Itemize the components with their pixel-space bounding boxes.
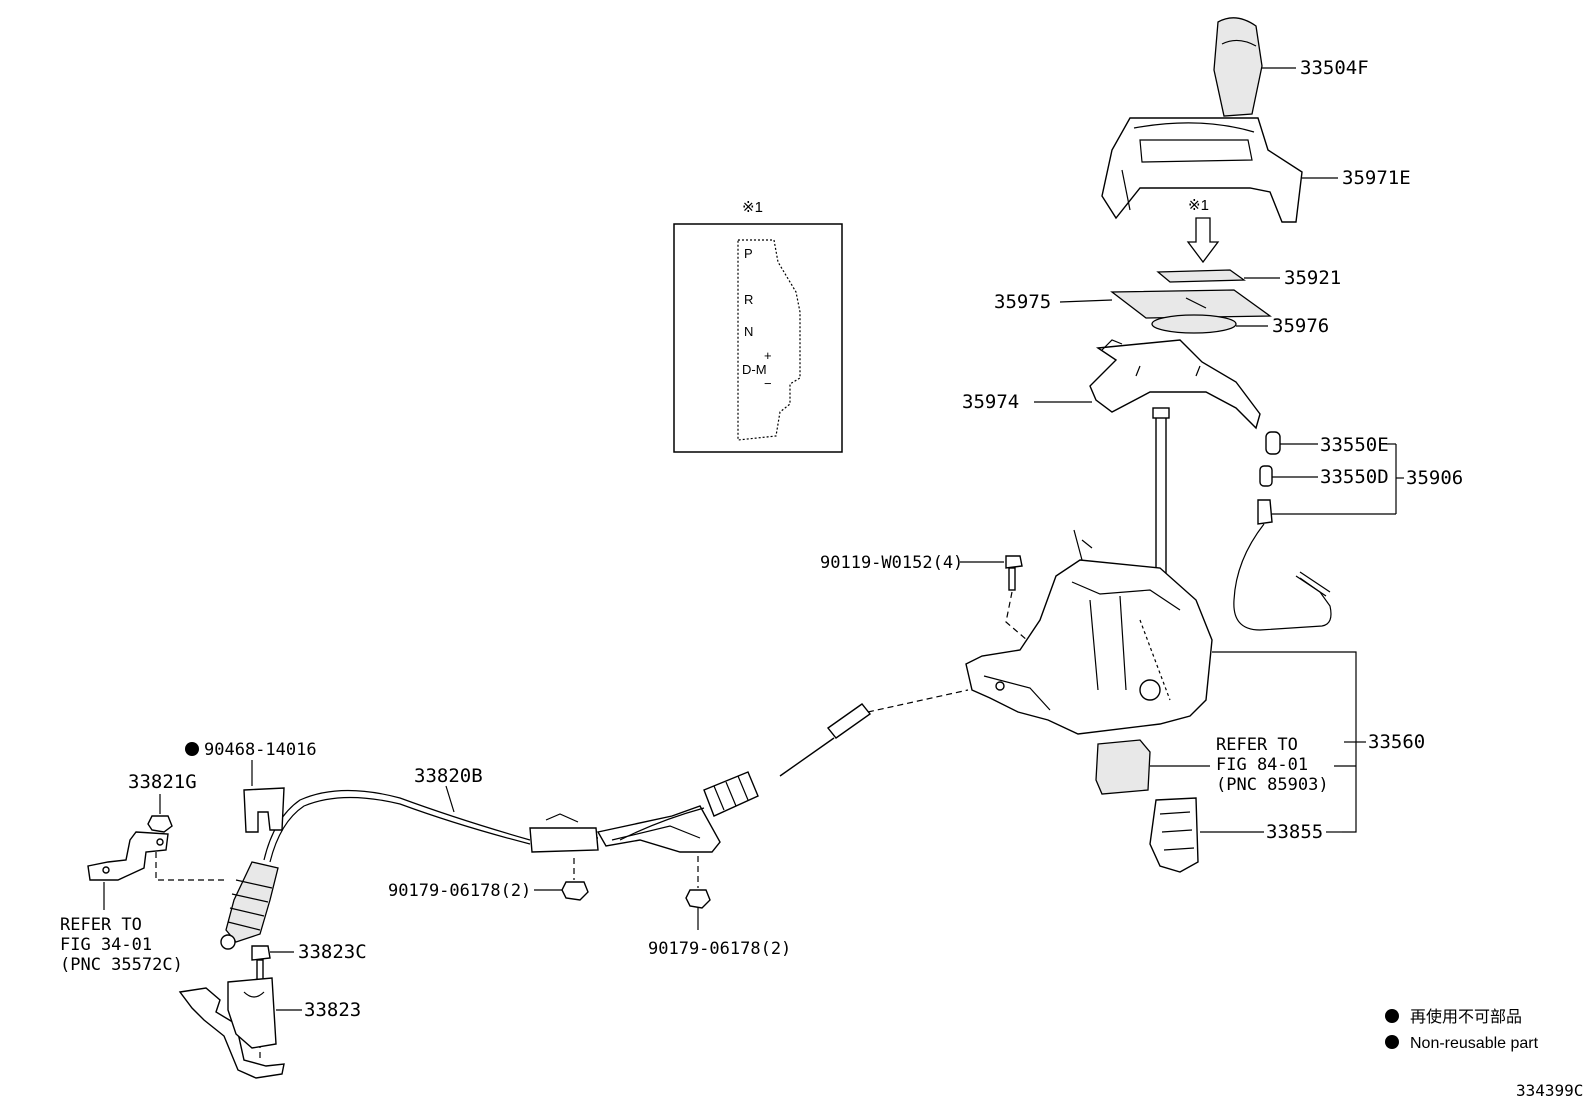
refer84-line2: FIG 84-01	[1216, 755, 1308, 775]
legend-marker-jp	[1385, 1009, 1399, 1023]
indicator-housing: 35971E	[1101, 117, 1411, 223]
gate-plus: +	[764, 348, 772, 363]
label-33560: 33560	[1368, 731, 1425, 753]
refer34-line2: FIG 34-01	[60, 935, 152, 955]
transmission-control-cable: 33820B	[220, 689, 969, 950]
bulb-group: 33550E 33550D 35906	[1233, 431, 1463, 631]
refer34-line1: REFER TO	[60, 915, 142, 935]
label-35921: 35921	[1284, 267, 1341, 289]
non-reusable-marker	[185, 742, 199, 756]
shift-knob: 33504F	[1213, 17, 1369, 117]
label-33504F: 33504F	[1300, 57, 1369, 79]
refer84-line3: (PNC 85903)	[1216, 775, 1329, 795]
nut-90179-a: 90179-06178(2)	[388, 858, 589, 901]
label-33823: 33823	[304, 999, 361, 1021]
label-90179-b: 90179-06178(2)	[648, 939, 791, 959]
label-33821G: 33821G	[128, 771, 197, 793]
bracket-33821G: 33821G REFER TO FIG 34-01 (PNC 35572C)	[60, 771, 228, 975]
label-35974: 35974	[962, 391, 1019, 413]
label-33550D: 33550D	[1320, 466, 1389, 488]
arrow-mark: ※1	[1188, 197, 1209, 214]
label-35975: 35975	[994, 291, 1051, 313]
lower-housing-35974: 35974	[962, 339, 1261, 430]
shift-lever-assembly: 33560	[965, 529, 1425, 833]
label-33550E: 33550E	[1320, 434, 1389, 456]
gate-inset-mark: ※1	[742, 199, 763, 216]
refer34-line3: (PNC 35572C)	[60, 955, 183, 975]
connector-33855: 33855	[1149, 797, 1342, 873]
plate-35976: 35976	[1151, 314, 1329, 337]
label-35906: 35906	[1406, 467, 1463, 489]
gate-r: R	[744, 292, 753, 307]
gate-n: N	[744, 324, 753, 339]
label-90468: 90468-14016	[204, 740, 317, 760]
label-90179-a: 90179-06178(2)	[388, 881, 531, 901]
clip-90468: 90468-14016	[185, 740, 317, 833]
legend: 再使用不可部品 Non-reusable part	[1385, 1008, 1539, 1052]
label-90119: 90119-W0152(4)	[820, 553, 963, 573]
switch-part: REFER TO FIG 84-01 (PNC 85903)	[1095, 735, 1356, 795]
label-35976: 35976	[1272, 315, 1329, 337]
diagram-id: 334399C	[1516, 1081, 1583, 1099]
legend-jp: 再使用不可部品	[1410, 1008, 1522, 1026]
legend-marker-en	[1385, 1035, 1399, 1049]
label-33820B: 33820B	[414, 765, 483, 787]
view-arrow: ※1	[1186, 197, 1220, 264]
shift-lever-shaft	[1152, 407, 1170, 593]
plate-35921: 35921	[1156, 267, 1341, 289]
nut-90179-b: 90179-06178(2)	[648, 856, 791, 959]
bolt-90119: 90119-W0152(4)	[820, 553, 1035, 647]
gate-dm: D-M	[742, 362, 767, 377]
shift-gate-inset: ※1 P R N + D-M −	[673, 199, 843, 453]
gate-p: P	[744, 246, 753, 261]
legend-en: Non-reusable part	[1410, 1035, 1539, 1052]
bracket-33823: 33823C 33823	[178, 941, 367, 1079]
label-35971E: 35971E	[1342, 167, 1411, 189]
dust-cover-35975: 35975	[994, 289, 1272, 319]
gate-minus: −	[764, 376, 772, 391]
refer84-line1: REFER TO	[1216, 735, 1298, 755]
label-33823C: 33823C	[298, 941, 367, 963]
label-33855: 33855	[1266, 821, 1323, 843]
